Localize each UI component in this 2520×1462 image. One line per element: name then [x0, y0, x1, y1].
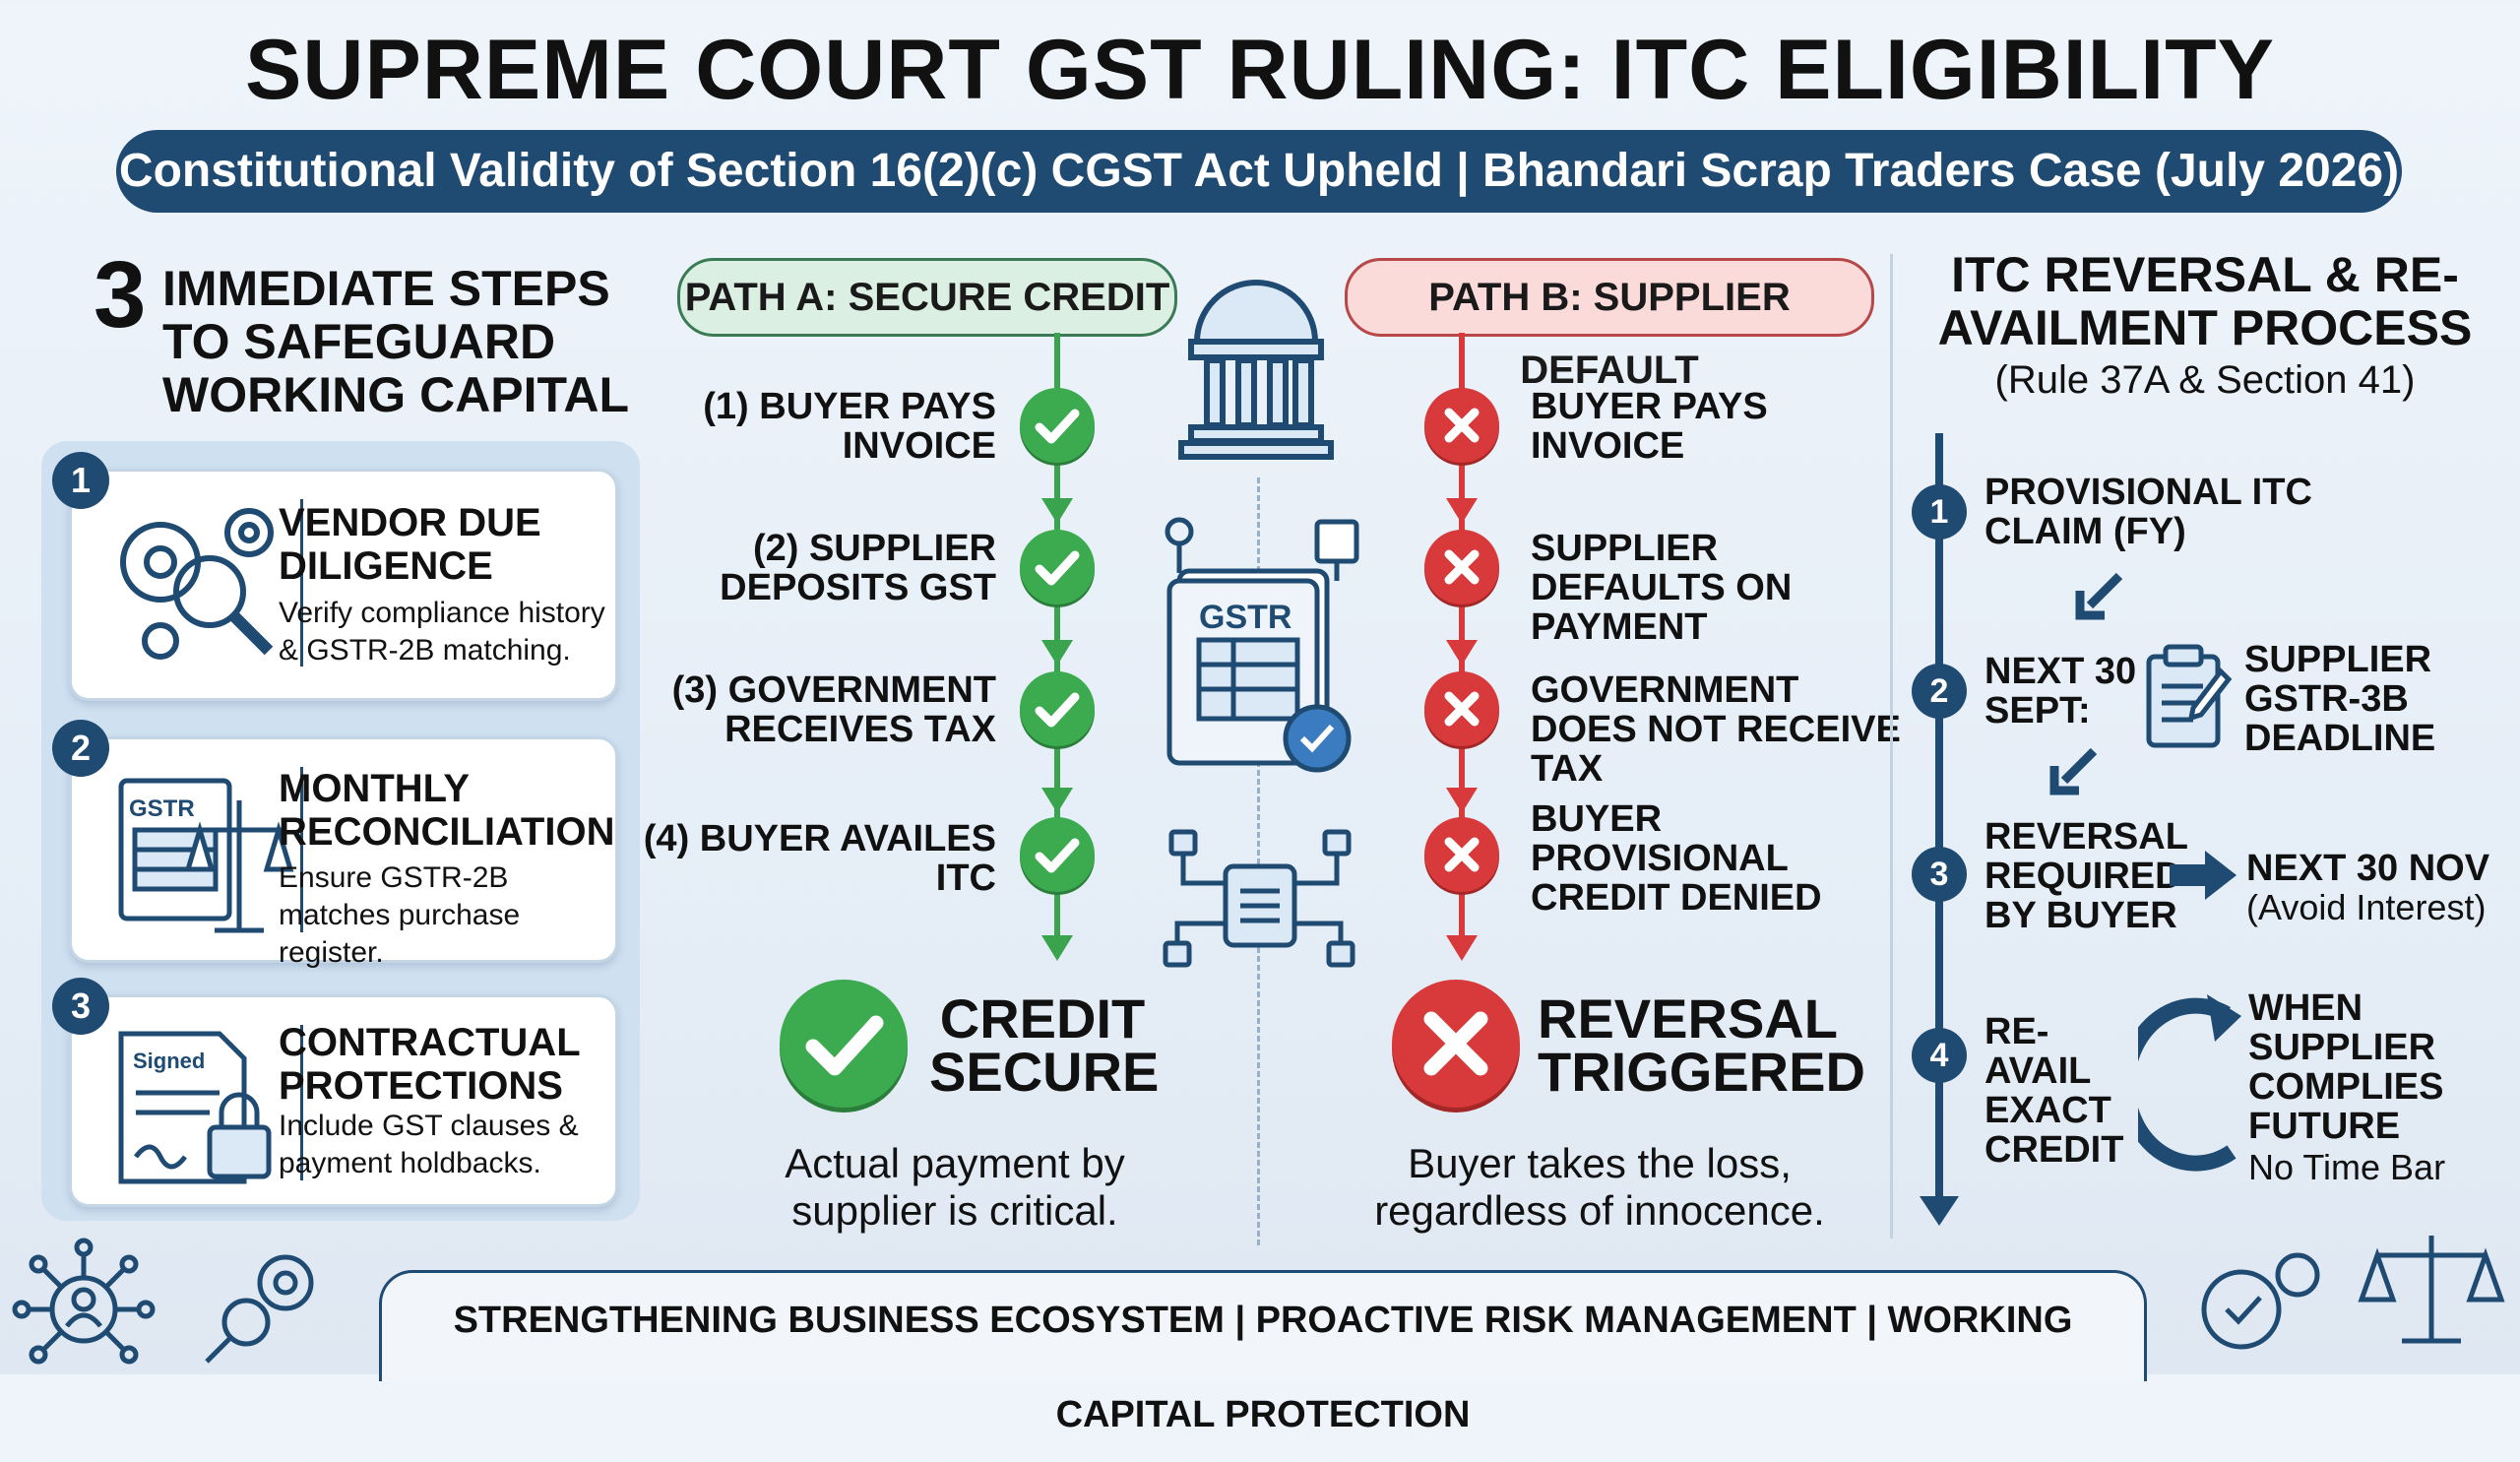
arrow-down-icon [1041, 935, 1073, 961]
timeline-side-3: NEXT 30 NOV [2246, 848, 2490, 889]
path-a-label: PATH A: SECURE CREDIT [677, 258, 1177, 337]
arrow-down-left-icon [2075, 572, 2123, 620]
timeline-side-4: WHEN SUPPLIER COMPLIES FUTURE [2248, 987, 2444, 1147]
card-description: Ensure GSTR-2B matches purchase register… [279, 861, 521, 969]
circular-return-arrow-icon [2138, 994, 2241, 1172]
gears-magnifier-icon [120, 508, 274, 660]
card-title: VENDOR DUE DILIGENCE [279, 501, 541, 588]
arrow-down-icon [1446, 935, 1478, 961]
path-a-step-3: (3) GOVERNMENT RECEIVES TAX [671, 669, 996, 750]
timeline-step-3: REVERSAL REQUIRED BY BUYER [1984, 816, 2188, 936]
path-a-step-2: (2) SUPPLIER DEPOSITS GST [720, 528, 996, 608]
gstr-scales-icon: GSTR [118, 778, 294, 933]
cross-icon [1424, 530, 1499, 604]
cross-icon [1424, 817, 1499, 892]
card-title: MONTHLY RECONCILIATION [279, 767, 615, 854]
arrow-down-left-icon [2049, 747, 2098, 795]
card-description: Include GST clauses & payment holdbacks. [279, 1110, 579, 1179]
right-heading: ITC REVERSAL & RE-AVAILMENT PROCESS [1937, 247, 2473, 355]
timeline-step-4: RE-AVAIL EXACT CREDIT [1984, 1011, 2124, 1171]
path-a-note: Actual payment by supplier is critical. [785, 1140, 1125, 1234]
check-icon [1020, 817, 1095, 892]
path-b-note: Buyer takes the loss, regardless of inno… [1374, 1140, 1825, 1234]
timeline-side-4-note: No Time Bar [2248, 1147, 2446, 1187]
timeline-step-2: NEXT 30 SEPT: [1984, 651, 2137, 731]
clipboard-icon [2146, 644, 2233, 748]
cross-icon [1424, 671, 1499, 746]
arrow-right-icon [2170, 851, 2236, 900]
center-dashed-divider [1257, 477, 1260, 1245]
arrow-down-icon [1920, 1196, 1959, 1226]
path-b-step-4: BUYER PROVISIONAL CREDIT DENIED [1531, 798, 1822, 919]
subtitle-banner: Constitutional Validity of Section 16(2)… [116, 130, 2402, 213]
timeline-step-badge: 1 [1912, 484, 1967, 540]
gear-check-icon [2201, 1252, 2320, 1350]
cross-icon [1424, 388, 1499, 463]
network-hub-icon [1163, 829, 1355, 968]
arrow-down-icon [1446, 498, 1478, 524]
steps-number: 3 [94, 242, 147, 348]
step-card-2: 2 GSTR MONTHLY RECONCILIATION Ensure GST… [52, 720, 618, 969]
card-description: Verify compliance history & GSTR-2B matc… [279, 597, 605, 667]
arrow-down-icon [1041, 788, 1073, 813]
step-card-1: 1 VENDOR DUE DILIGENCE Verify compliance… [52, 452, 618, 701]
timeline-side-3-note: (Avoid Interest) [2246, 887, 2487, 927]
right-subheading: (Rule 37A & Section 41) [1994, 358, 2416, 402]
step-number-badge: 3 [52, 978, 109, 1035]
path-a-step-1: (1) BUYER PAYS INVOICE [703, 386, 996, 467]
justice-scales-icon [2358, 1236, 2505, 1344]
svg-text:GSTR: GSTR [129, 795, 195, 822]
card-title: CONTRACTUAL PROTECTIONS [279, 1021, 580, 1108]
card-divider [300, 499, 303, 667]
footer-banner: STRENGTHENING BUSINESS ECOSYSTEM | PROAC… [379, 1270, 2147, 1435]
svg-text:Signed: Signed [133, 1049, 205, 1073]
arrow-down-icon [1446, 788, 1478, 813]
signed-contract-lock-icon: Signed [118, 1031, 272, 1184]
path-b-label: PATH B: SUPPLIER DEFAULT [1345, 258, 1874, 392]
svg-text:GSTR: GSTR [1199, 599, 1292, 636]
path-a-step-4: (4) BUYER AVAILES ITC [643, 818, 996, 899]
path-b-step-1: BUYER PAYS INVOICE [1531, 386, 1768, 467]
timeline-line [1935, 433, 1943, 1211]
column-divider [1890, 254, 1893, 1239]
card-divider [300, 767, 303, 932]
path-a-result: CREDIT SECURE [929, 987, 1160, 1103]
steps-heading-text: IMMEDIATE STEPS TO SAFEGUARD WORKING CAP… [162, 261, 630, 422]
arrow-down-icon [1041, 640, 1073, 666]
step-number-badge: 2 [52, 720, 109, 777]
check-icon [1020, 530, 1095, 604]
courthouse-icon [1178, 280, 1334, 460]
credit-secure-check-icon [780, 980, 908, 1108]
arrow-down-icon [1041, 498, 1073, 524]
timeline-step-badge: 4 [1912, 1028, 1967, 1083]
timeline-side-2: SUPPLIER GSTR-3B DEADLINE [2244, 639, 2436, 759]
check-icon [1020, 388, 1095, 463]
step-card-3: 3 Signed CONTRACTUAL PROTECTIONS Include… [52, 978, 618, 1207]
timeline-step-1: PROVISIONAL ITC CLAIM (FY) [1984, 472, 2312, 552]
check-icon [1020, 671, 1095, 746]
gstr-document-icon: GSTR [1165, 517, 1359, 773]
step-number-badge: 1 [52, 452, 109, 509]
timeline-step-badge: 3 [1912, 847, 1967, 902]
card-divider [300, 1025, 303, 1180]
path-b-step-3: GOVERNMENT DOES NOT RECEIVE TAX [1531, 669, 1901, 790]
path-b-result: REVERSAL TRIGGERED [1538, 987, 1865, 1103]
reversal-cross-icon [1392, 980, 1520, 1108]
arrow-down-icon [1446, 640, 1478, 666]
timeline-step-badge: 2 [1912, 664, 1967, 719]
network-people-icon [12, 1238, 156, 1365]
path-b-step-2: SUPPLIER DEFAULTS ON PAYMENT [1531, 528, 1793, 648]
gears-search-icon [205, 1254, 314, 1364]
